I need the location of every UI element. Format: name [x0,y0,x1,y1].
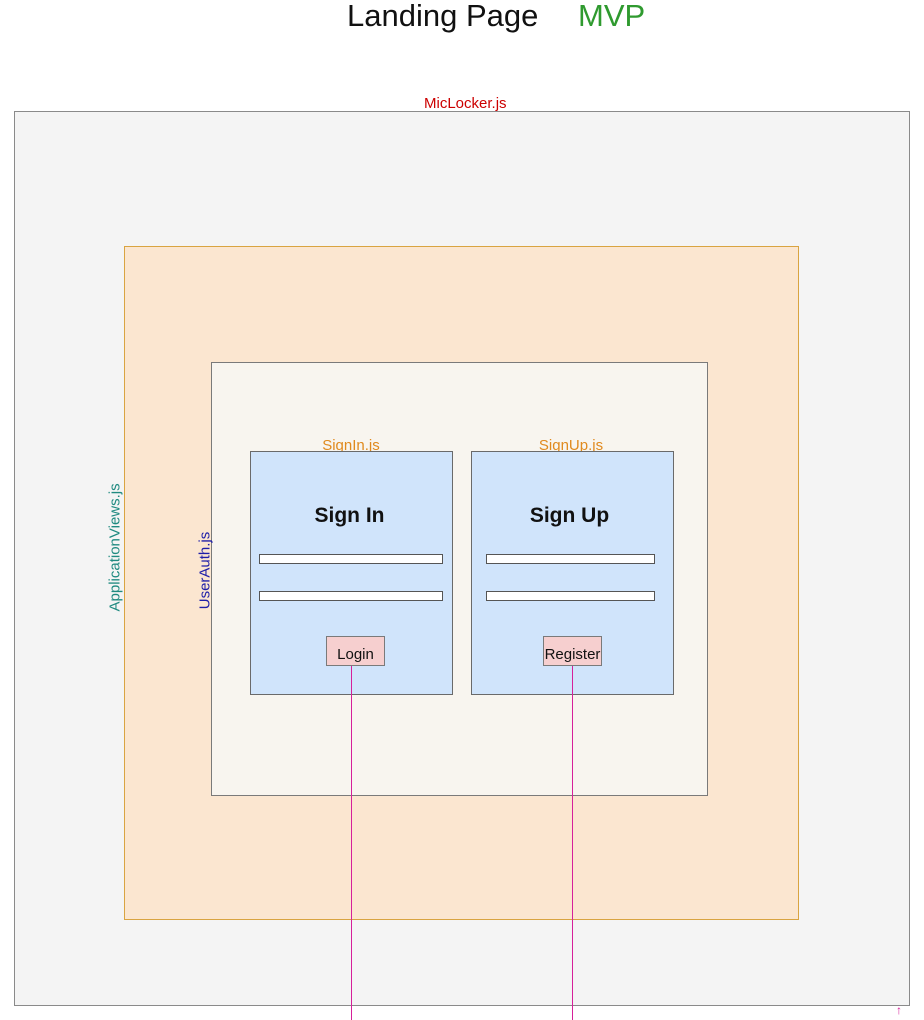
page-title: Landing Page [347,0,539,33]
login-connector-line [351,665,352,1020]
miclocker-label: MicLocker.js [424,95,507,112]
register-connector-line [572,665,573,1020]
user-auth-label: UserAuth.js [196,531,214,610]
sign-up-username-field[interactable] [486,554,655,564]
mvp-tag: MVP [578,0,646,33]
sign-up-component-label: SignUp.js [538,437,604,454]
sign-in-component-label: SignIn.js [322,437,380,454]
login-button[interactable]: Login [326,636,385,666]
application-views-label: ApplicationViews.js [106,483,124,612]
sign-in-username-field[interactable] [259,554,443,564]
sign-up-heading: Sign Up [529,504,610,527]
arrow-up-icon: ↑ [896,1003,902,1017]
sign-in-password-field[interactable] [259,591,443,601]
sign-in-heading: Sign In [314,504,385,527]
sign-up-password-field[interactable] [486,591,655,601]
register-button[interactable]: Register [543,636,602,666]
